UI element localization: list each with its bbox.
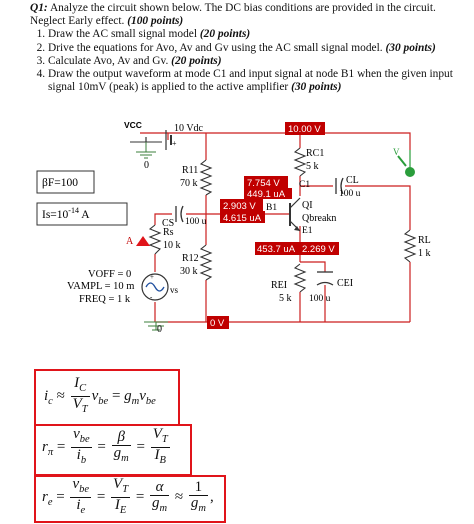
rl-resistor: RL 1 k (403, 229, 431, 263)
svg-text:B1: B1 (266, 203, 277, 213)
svg-text:FREQ = 1 k: FREQ = 1 k (79, 294, 131, 305)
svg-text:2.269 V: 2.269 V (302, 244, 335, 255)
cs-capacitor: CS 100 u (162, 205, 207, 229)
cs-rs-wire (154, 213, 172, 225)
svg-text:Qbreakn: Qbreakn (302, 213, 336, 224)
svg-text:2.903 V: 2.903 V (223, 201, 256, 212)
svg-text:5 k: 5 k (279, 293, 292, 304)
q1-transistor: QI Qbreakn C1 B1 E1 (266, 180, 336, 236)
ce1-capacitor: CEI 100 u (309, 271, 353, 304)
svg-text:449.1 uA: 449.1 uA (247, 189, 286, 200)
svg-text:REI: REI (271, 280, 287, 291)
svg-text:453.7 uA: 453.7 uA (257, 244, 296, 255)
equation-box-3 (34, 475, 226, 523)
svg-text:4.615 uA: 4.615 uA (223, 213, 262, 224)
svg-text:R12: R12 (182, 253, 199, 264)
svg-text:7.754 V: 7.754 V (247, 178, 280, 189)
question-item-3: Calculate Avo, Av and Gv. (20 points) (48, 55, 466, 68)
svg-text:VOFF = 0: VOFF = 0 (88, 269, 131, 280)
question-list: Draw the AC small signal model (20 point… (30, 28, 466, 94)
svg-text:E1: E1 (302, 226, 313, 236)
svg-text:-: - (150, 293, 153, 301)
svg-text:CEI: CEI (337, 278, 353, 289)
emitter-ce-wire (300, 261, 326, 272)
voltage-probe-icon: V (393, 147, 415, 177)
question-item-1: Draw the AC small signal model (20 point… (48, 28, 466, 41)
question-item-4: Draw the output waveform at mode C1 and … (48, 68, 466, 94)
svg-text:RC1: RC1 (306, 148, 324, 159)
svg-text:Rs: Rs (163, 227, 174, 238)
svg-text:0: 0 (144, 160, 149, 171)
svg-text:100 u: 100 u (185, 217, 207, 227)
svg-text:CS: CS (162, 218, 174, 229)
r12-resistor: R12 30 k (180, 244, 213, 281)
r11-resistor: R11 70 k (180, 159, 213, 196)
re1-resistor: REI 5 k (271, 263, 307, 304)
question-item-2: Drive the equations for Avo, Av and Gv u… (48, 42, 466, 55)
question-number: Q1: (30, 2, 48, 14)
rc1-resistor: RC1 5 k (293, 147, 324, 177)
svg-text:C1: C1 (299, 180, 310, 190)
svg-text:5 k: 5 k (306, 161, 319, 172)
svg-text:R11: R11 (182, 165, 198, 176)
svg-text:CL: CL (346, 175, 359, 186)
svg-text:100 u: 100 u (339, 189, 361, 199)
vcc-source: VCC 10 Vdc + 0 (124, 120, 204, 171)
svg-text:30 k: 30 k (180, 266, 198, 277)
svg-text:10 k: 10 k (163, 240, 181, 251)
svg-text:+: + (150, 273, 154, 281)
question-block: Q1: Analyze the circuit shown below. The… (30, 2, 466, 94)
svg-text:RL: RL (418, 235, 431, 246)
svg-text:βF=100: βF=100 (42, 177, 78, 189)
svg-text:10 Vdc: 10 Vdc (174, 123, 204, 134)
svg-text:vs: vs (170, 285, 179, 295)
cl-rl-wire (345, 185, 411, 230)
svg-text:0 V: 0 V (210, 318, 225, 329)
node-a-marker: A (126, 236, 150, 247)
svg-text:1 k: 1 k (418, 248, 431, 259)
svg-text:A: A (126, 236, 134, 247)
svg-text:QI: QI (302, 200, 313, 211)
svg-text:VAMPL = 10 m: VAMPL = 10 m (67, 281, 134, 292)
ac-voltage-source: + - vs VOFF = 0 VAMPL = 10 m FREQ = 1 k (67, 269, 179, 305)
top-rail-wire (167, 132, 411, 150)
svg-text:V: V (393, 147, 400, 157)
cl-capacitor: CL 100 u (335, 175, 361, 199)
ground-symbol: 0 (144, 321, 168, 335)
svg-text:0: 0 (157, 324, 162, 335)
svg-text:10.00 V: 10.00 V (288, 124, 321, 135)
transistor-params: βF=100 Is=10-14 A (36, 170, 128, 226)
is-label: Is=10-14 A (42, 206, 90, 221)
bias-labels: 10.00 V 7.754 V 449.1 uA 2.903 V 4.615 u… (207, 122, 339, 329)
question-intro: Q1: Analyze the circuit shown below. The… (30, 2, 436, 28)
svg-text:70 k: 70 k (180, 178, 198, 189)
svg-text:+: + (172, 139, 177, 148)
svg-text:100 u: 100 u (309, 294, 331, 304)
circuit-wires (140, 132, 411, 323)
svg-text:VCC: VCC (124, 120, 142, 130)
rs-resistor: Rs 10 k (148, 224, 181, 255)
